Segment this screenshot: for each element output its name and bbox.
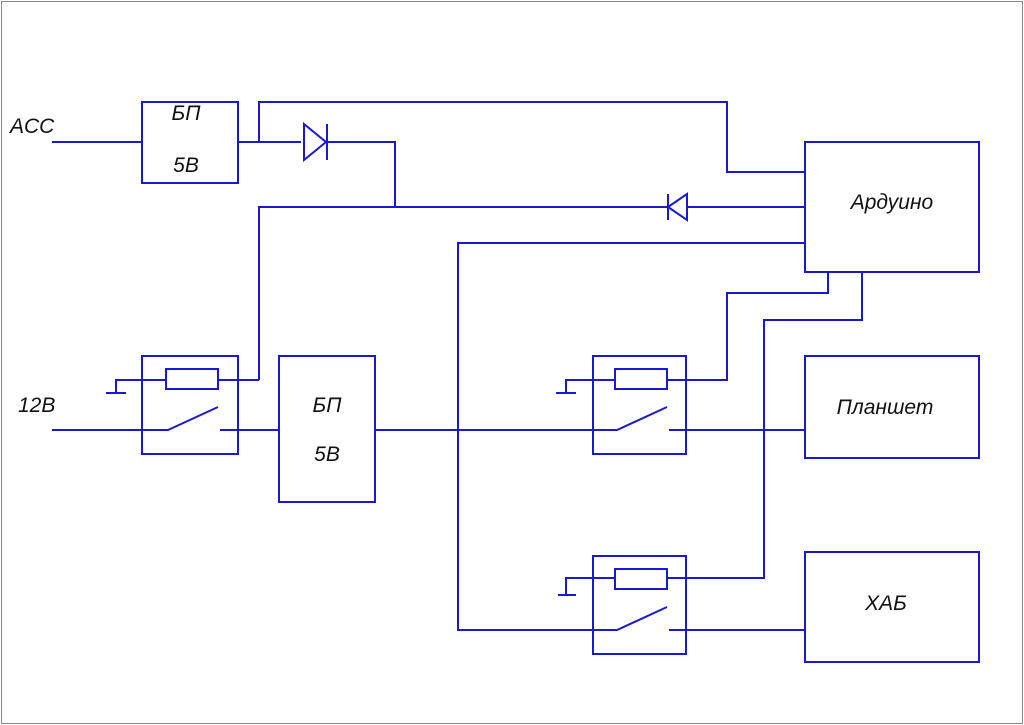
diode-acc xyxy=(303,121,328,163)
relay-1-coil xyxy=(165,368,219,390)
relay-3 xyxy=(558,555,687,655)
arduino-label: Ардуино xyxy=(849,191,934,214)
hub-block: ХАБ xyxy=(804,551,980,663)
relay-2 xyxy=(556,355,687,455)
wires xyxy=(52,101,863,631)
psu-block-1: БП 5В xyxy=(141,101,239,184)
tablet-block: Планшет xyxy=(804,355,980,459)
arduino-block: Ардуино xyxy=(804,141,980,273)
hub-label: ХАБ xyxy=(864,592,907,615)
psu-2-label: БП xyxy=(313,394,343,417)
relay-1 xyxy=(106,355,259,455)
relay-3-coil xyxy=(614,568,668,590)
12v-input-label: 12В xyxy=(18,394,55,417)
psu-1-voltage: 5В xyxy=(173,154,199,177)
relay-2-coil xyxy=(614,368,668,390)
acc-input-label: ACC xyxy=(8,115,55,138)
psu-2-voltage: 5В xyxy=(314,443,340,466)
psu-block-2: БП 5В xyxy=(278,355,376,503)
psu-1-label: БП xyxy=(172,102,202,125)
tablet-label: Планшет xyxy=(837,396,934,419)
diode-feedback xyxy=(666,192,688,222)
